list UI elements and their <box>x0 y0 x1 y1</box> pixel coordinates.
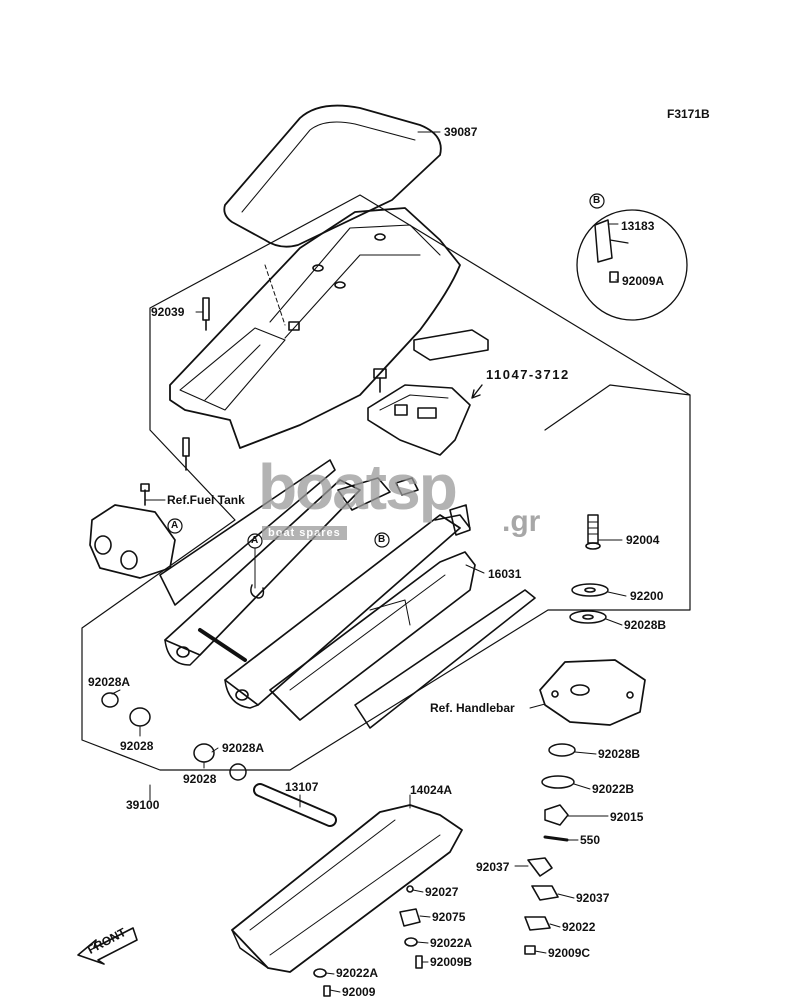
bushing-92028-left <box>129 707 151 727</box>
tube-13107 <box>253 783 337 827</box>
washer-92028B-top <box>569 610 607 624</box>
label-92037-right: 92037 <box>576 891 610 905</box>
seat-cover-39087 <box>223 104 442 248</box>
steering-arm-39100 <box>164 477 471 709</box>
leader-lines <box>111 131 627 993</box>
label-92028B-low: 92028B <box>598 747 641 761</box>
bushing-92028A-right <box>229 763 247 781</box>
label-92022A-mid: 92022A <box>430 936 473 950</box>
label-92037-left: 92037 <box>476 860 510 874</box>
label-13183: 13183 <box>621 219 655 233</box>
pad-11047 <box>413 329 489 361</box>
label-92028A-right: 92028A <box>222 741 265 755</box>
fuel-tank-bracket <box>89 483 176 579</box>
arrow-11047 <box>471 384 483 399</box>
block-right <box>449 504 471 536</box>
callout-B-main <box>374 532 390 548</box>
nut-92015 <box>544 804 569 826</box>
watermark-subtitle: boat spares <box>262 526 347 540</box>
washer-92200 <box>571 583 609 597</box>
label-92075: 92075 <box>432 910 466 924</box>
label-92028-right: 92028 <box>183 772 217 786</box>
watermark-tld: .gr <box>502 505 541 538</box>
bushing-92028A-left <box>101 692 119 708</box>
label-92200: 92200 <box>630 589 664 603</box>
hardware-92027 <box>406 885 414 893</box>
label-92004: 92004 <box>626 533 660 547</box>
label-92039: 92039 <box>151 305 185 319</box>
hardware-92075 <box>399 908 421 927</box>
hardware-92009C <box>524 945 536 955</box>
callout-letter-B-main: B <box>378 534 386 545</box>
label-16031: 16031 <box>488 567 522 581</box>
label-92022B: 92022B <box>592 782 635 796</box>
label-92009: 92009 <box>342 985 376 997</box>
callout-A-top <box>167 518 183 534</box>
bolt-550 <box>543 835 569 842</box>
group-frame-outline <box>81 194 691 771</box>
hardware-92037-1 <box>527 857 553 877</box>
washer-92028B-low <box>548 743 576 757</box>
figure-code: F3171B <box>667 107 710 121</box>
label-92009A: 92009A <box>622 274 665 288</box>
guide-14024A <box>231 804 463 973</box>
frame-connector-line <box>544 384 691 431</box>
pin-lower <box>182 437 190 471</box>
bracket-11047 <box>367 368 471 456</box>
handlebar-bracket <box>539 659 646 726</box>
label-92015: 92015 <box>610 810 644 824</box>
inset-circle-B <box>576 209 688 321</box>
hardware-92022A-1 <box>404 937 418 947</box>
pad-16031 <box>269 551 476 721</box>
label-92028-left: 92028 <box>120 739 154 753</box>
rail-right <box>354 589 536 729</box>
rail-left <box>159 459 336 606</box>
hook-A <box>250 584 265 599</box>
label-550: 550 <box>580 833 601 847</box>
seat-base <box>169 207 461 449</box>
front-arrow-outline <box>77 927 138 965</box>
label-39087: 39087 <box>444 125 478 139</box>
label-92028B-top: 92028B <box>624 618 667 632</box>
label-92028A-left: 92028A <box>88 675 131 689</box>
label-92022A-low: 92022A <box>336 966 379 980</box>
label-92027: 92027 <box>425 885 459 899</box>
label-11047-3712: 11047-3712 <box>486 367 570 382</box>
hardware-92037-2 <box>531 885 559 901</box>
washer-92022B <box>541 775 575 789</box>
label-13107: 13107 <box>285 780 319 794</box>
bolt-92004 <box>585 514 601 550</box>
pin-92039 <box>202 297 210 331</box>
callout-B-inset <box>589 193 605 209</box>
watermark-logo: boatsp <box>258 451 458 523</box>
hardware-92009 <box>323 985 331 997</box>
label-92009B: 92009B <box>430 955 473 969</box>
callout-letter-A-top: A <box>171 520 179 531</box>
block-small <box>395 477 419 496</box>
hardware-92022 <box>524 916 551 931</box>
hardware-92009B <box>415 955 423 969</box>
callout-letter-A-bottom: A <box>251 535 259 546</box>
label-39100: 39100 <box>126 798 160 812</box>
label-ref-handlebar: Ref. Handlebar <box>430 701 515 715</box>
hardware-92022A-2 <box>313 968 327 978</box>
label-14024A: 14024A <box>410 783 453 797</box>
label-92009C: 92009C <box>548 946 591 960</box>
bushing-92028-right <box>193 743 215 763</box>
label-92022: 92022 <box>562 920 596 934</box>
label-ref-fuel-tank: Ref.Fuel Tank <box>167 493 245 507</box>
callout-letter-B-inset: B <box>593 195 601 206</box>
